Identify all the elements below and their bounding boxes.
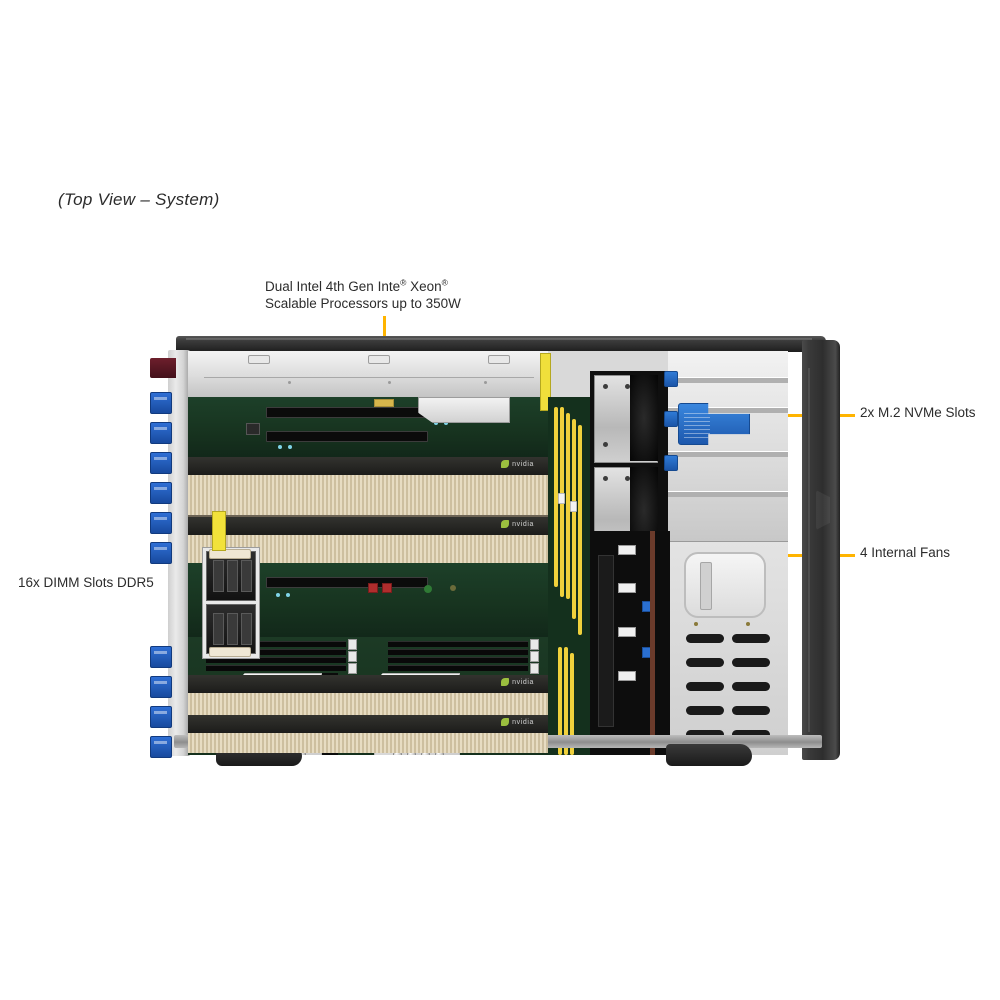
psu-vent-bay — [668, 541, 788, 755]
pcie-retention-clip[interactable] — [150, 646, 172, 668]
pcie-retention-clip[interactable] — [150, 392, 172, 414]
chassis-top-lid — [176, 336, 826, 352]
pcie-slot — [266, 431, 428, 442]
riser-pcb-top — [188, 397, 548, 457]
cpu-callout-line1: Dual Intel 4th Gen Inte® Xeon® — [265, 277, 448, 294]
io-bracket — [418, 397, 510, 423]
nvidia-logo-icon: nvidia — [501, 678, 534, 686]
power-supply-bay — [202, 547, 260, 659]
warning-label-icon — [540, 353, 551, 411]
m2-slot-tab — [664, 411, 678, 427]
nvidia-logo-icon: nvidia — [501, 460, 534, 468]
drive-and-m2-bay — [664, 351, 788, 541]
power-supply-module — [206, 551, 256, 601]
internal-fans-callout-label: 4 Internal Fans — [860, 545, 951, 560]
chassis-left-rail — [168, 350, 190, 756]
m2-slot-tab — [664, 371, 678, 387]
gpu-card: nvidia — [188, 457, 548, 517]
dimm-slot — [388, 649, 528, 655]
red-pull-tab — [150, 358, 176, 378]
top-air-shroud — [188, 351, 548, 398]
power-supply-module — [206, 604, 256, 654]
nvidia-logo-icon: nvidia — [501, 718, 534, 726]
m2-nvme-callout-label: 2x M.2 NVMe Slots — [860, 405, 976, 420]
pcie-retention-clip[interactable] — [150, 452, 172, 474]
cpu-callout-label: Dual Intel 4th Gen Inte® Xeon® Scalable … — [265, 278, 461, 312]
pcie-retention-clip[interactable] — [150, 512, 172, 534]
gpu-card-lower-group: nvidia nvidia — [188, 675, 548, 753]
dimm-slot — [206, 649, 346, 655]
pcie-retention-clip[interactable] — [150, 542, 172, 564]
psu-latch[interactable] — [684, 552, 766, 618]
pcie-retention-clip[interactable] — [150, 422, 172, 444]
pcie-retention-clip[interactable] — [150, 676, 172, 698]
dimm-slot — [388, 657, 528, 663]
warning-label-icon — [212, 511, 226, 551]
m2-slot-tab — [664, 455, 678, 471]
pcie-retention-clip[interactable] — [150, 482, 172, 504]
view-title: (Top View – System) — [58, 190, 220, 209]
dimm-slot — [206, 657, 346, 663]
chassis-front-bezel — [802, 340, 840, 760]
dimm-slot — [206, 665, 346, 671]
chassis-foot — [666, 744, 752, 766]
gpu-card: nvidia — [188, 715, 548, 753]
cpu-callout-line2: Scalable Processors up to 350W — [265, 296, 461, 311]
cable-routing-channel — [548, 397, 590, 755]
dimm-slots-callout-label: 16x DIMM Slots DDR5 — [18, 575, 154, 590]
pcie-retention-clip[interactable] — [150, 736, 172, 758]
pcie-slot — [266, 407, 428, 418]
nvidia-logo-icon: nvidia — [501, 520, 534, 528]
dimm-slot — [388, 665, 528, 671]
dimm-slot — [388, 641, 528, 647]
pcie-retention-clip[interactable] — [150, 706, 172, 728]
rear-connector-zone — [590, 531, 670, 755]
dimm-slot — [206, 641, 346, 647]
